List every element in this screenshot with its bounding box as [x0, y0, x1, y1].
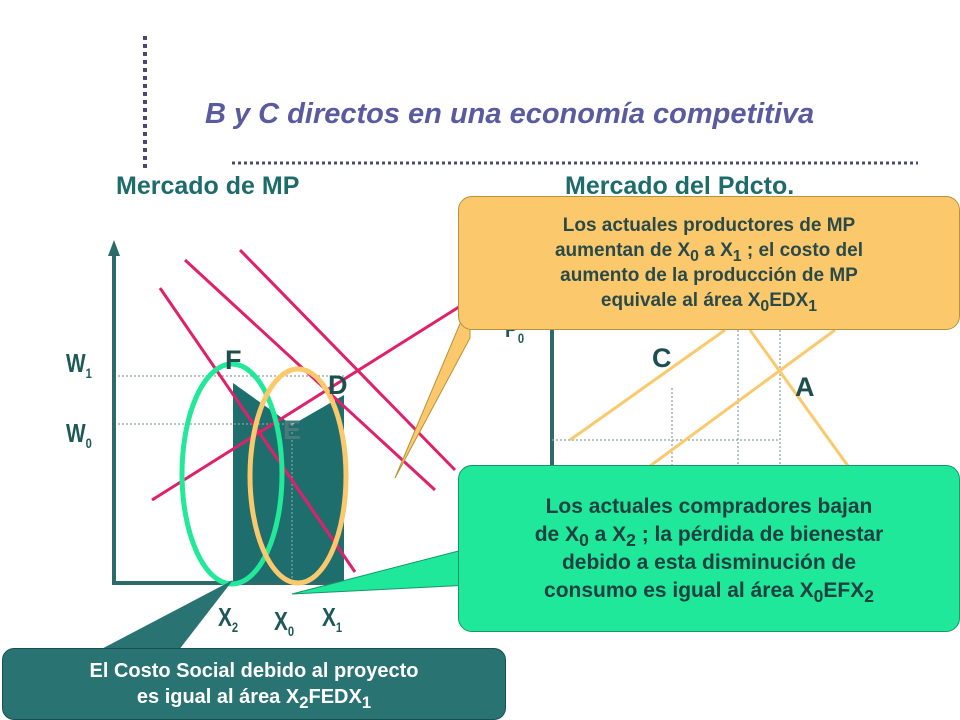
right-demand [748, 329, 850, 467]
point-e: E [283, 415, 302, 445]
point-c: C [652, 343, 672, 373]
point-d: D [328, 370, 348, 400]
label-w0: W0 [66, 418, 92, 452]
supply-line-left [158, 287, 357, 573]
left-y-axis-arrow [108, 240, 120, 256]
page-title: B y C directos en una economía competiti… [205, 98, 815, 130]
right-supply-1 [569, 328, 726, 442]
callout-bottom-pointer [90, 580, 233, 655]
point-a: A [795, 372, 815, 402]
right-supply-2 [649, 328, 836, 468]
producers-ellipse [247, 366, 349, 586]
supply-line-upward [151, 298, 471, 502]
label-x1: X1 [322, 602, 343, 636]
callout-producers: Los actuales productores de MP aumentan … [458, 196, 960, 330]
point-f: F [225, 345, 242, 375]
label-w1: W1 [66, 348, 92, 382]
right-market-title: Mercado del Pdcto. [565, 172, 795, 200]
callout-top-pointer [394, 299, 471, 479]
label-x2: X2 [218, 602, 239, 636]
callout-social-cost: El Costo Social debido al proyecto es ig… [2, 648, 506, 720]
left-market-title: Mercado de MP [116, 172, 300, 200]
buyers-ellipse [179, 361, 285, 587]
label-x0: X0 [274, 606, 295, 640]
callout-buyers: Los actuales compradores bajan de X0 a X… [458, 465, 960, 632]
